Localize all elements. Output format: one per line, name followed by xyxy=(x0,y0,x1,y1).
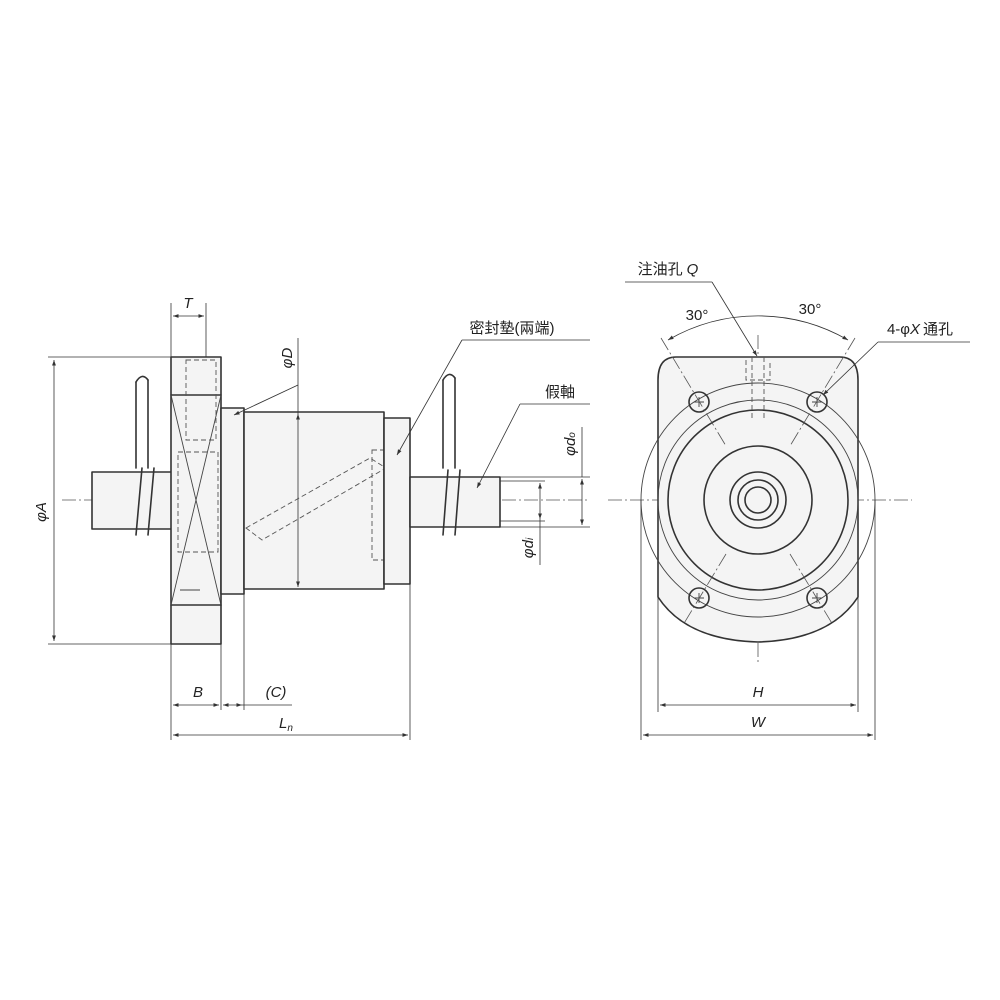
nut-body xyxy=(243,411,387,590)
label-dia-d0: φdo xyxy=(562,432,579,456)
flange-outline xyxy=(657,356,859,643)
label-width-H: H xyxy=(753,684,764,701)
label-dia-D: φD xyxy=(279,348,296,369)
label-width-W: W xyxy=(751,714,767,731)
bolt-holes xyxy=(660,337,856,626)
bolt-circle xyxy=(657,399,859,601)
label-flange-B: B xyxy=(193,684,203,701)
seal-ring xyxy=(383,417,411,585)
label-dia-A: φA xyxy=(33,502,50,522)
label-gap-C: (C) xyxy=(266,684,287,701)
bore-inner-circle xyxy=(737,479,779,521)
right-shaft-stub xyxy=(409,476,501,528)
label-angle-left: 30° xyxy=(686,307,709,324)
label-dummy-shaft: 假軸 xyxy=(545,384,575,401)
left-shaft-stub xyxy=(91,471,173,530)
side-view: φA T φD B (C) Ln φdo xyxy=(33,295,590,740)
flange xyxy=(170,356,222,645)
spigot xyxy=(220,407,245,595)
bore-outer-circle xyxy=(729,471,787,529)
label-dia-di: φdi xyxy=(520,537,537,558)
body-circle xyxy=(703,445,813,555)
oil-hole xyxy=(745,357,771,420)
spigot-circle xyxy=(667,409,849,591)
label-seal: 密封墊(兩端) xyxy=(470,320,555,337)
angle-arc xyxy=(667,315,849,341)
wire-ties xyxy=(135,373,461,536)
label-thick-T: T xyxy=(183,295,194,312)
label-length-Ln: Ln xyxy=(279,715,293,734)
shaft-circle xyxy=(744,486,772,514)
label-angle-right: 30° xyxy=(799,301,822,318)
